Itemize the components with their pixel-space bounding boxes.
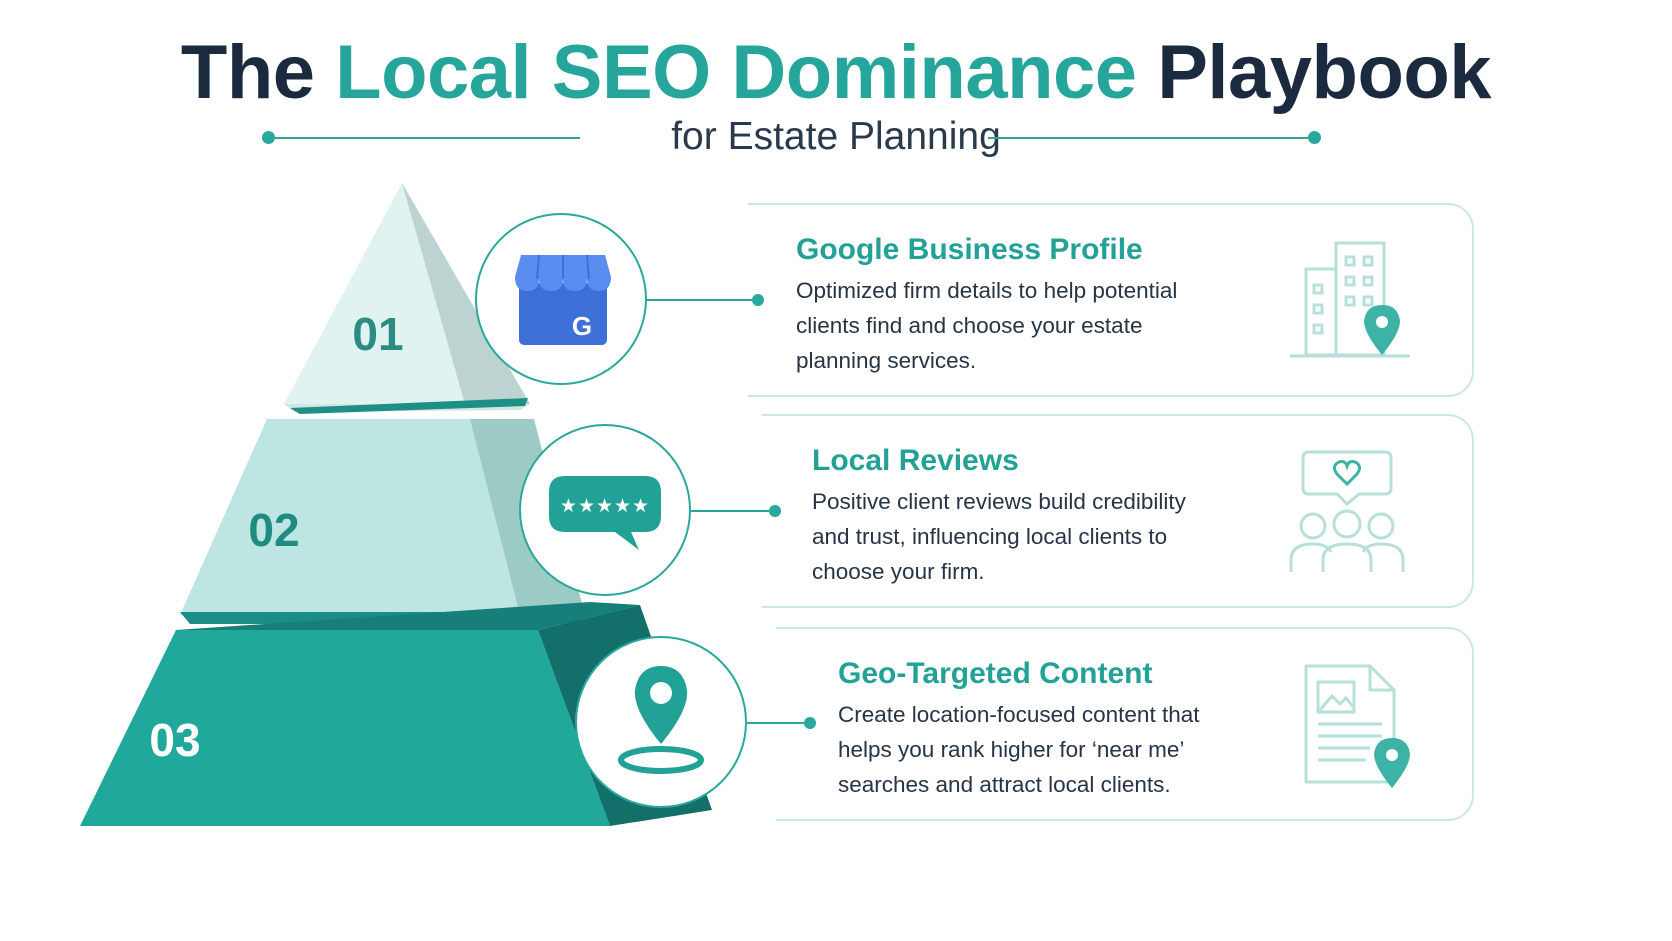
subtitle-rule-right	[988, 137, 1314, 139]
pyramid-level-1-shadow	[290, 398, 528, 414]
google-badge-letter: G	[572, 311, 592, 341]
step-2-connector-dot	[769, 505, 781, 517]
pyramid-level-3-front	[80, 630, 610, 826]
title-suffix: Playbook	[1157, 30, 1492, 115]
step-3-description: Create location-focused content that hel…	[838, 702, 1200, 797]
step-3-icon-circle	[575, 636, 747, 808]
step-2-icon-circle: ★★★★★	[519, 424, 691, 596]
pyramid-diagram: 01 02 03	[80, 183, 712, 826]
heart-bubble-people-icon	[1289, 450, 1405, 572]
review-stars-speech-bubble-icon: ★★★★★	[549, 476, 661, 550]
step-1-title: Google Business Profile	[796, 233, 1143, 266]
office-building-location-icon	[1290, 241, 1410, 358]
subtitle-rule-left	[268, 137, 580, 139]
page-subtitle: for Estate Planning	[671, 115, 1001, 158]
pyramid-level-2-front	[180, 419, 580, 615]
step-1-icon-circle: G	[475, 213, 647, 385]
document-location-icon	[1304, 664, 1410, 788]
review-stars: ★★★★★	[560, 495, 650, 517]
step-2-connector	[687, 510, 775, 512]
step-1-connector	[643, 299, 758, 301]
step-2-title: Local Reviews	[812, 444, 1019, 477]
map-pin-icon	[618, 666, 704, 774]
step-card-3: Geo-Targeted Content Create location-foc…	[776, 627, 1474, 821]
title-accent: Local SEO Dominance	[335, 30, 1137, 115]
step-card-2: Local Reviews Positive client reviews bu…	[762, 414, 1474, 608]
title-prefix: The	[180, 30, 315, 115]
step-1-connector-dot	[752, 294, 764, 306]
pyramid-level-3-top	[176, 602, 640, 630]
pyramid-level-1-number: 01	[352, 308, 403, 360]
step-3-connector	[743, 722, 811, 724]
google-business-store-icon: G	[515, 254, 611, 345]
pyramid-level-2-number: 02	[248, 504, 299, 556]
step-2-description: Positive client reviews build credibilit…	[812, 489, 1186, 584]
subtitle-rule-right-dot	[1308, 131, 1321, 144]
step-card-1: Google Business Profile Optimized firm d…	[748, 203, 1474, 397]
step-1-description: Optimized firm details to help potential…	[796, 278, 1178, 373]
pyramid-level-3-number: 03	[149, 714, 200, 766]
step-3-connector-dot	[804, 717, 816, 729]
page-title: The Local SEO Dominance Playbook	[0, 28, 1672, 118]
step-3-title: Geo-Targeted Content	[838, 657, 1153, 690]
